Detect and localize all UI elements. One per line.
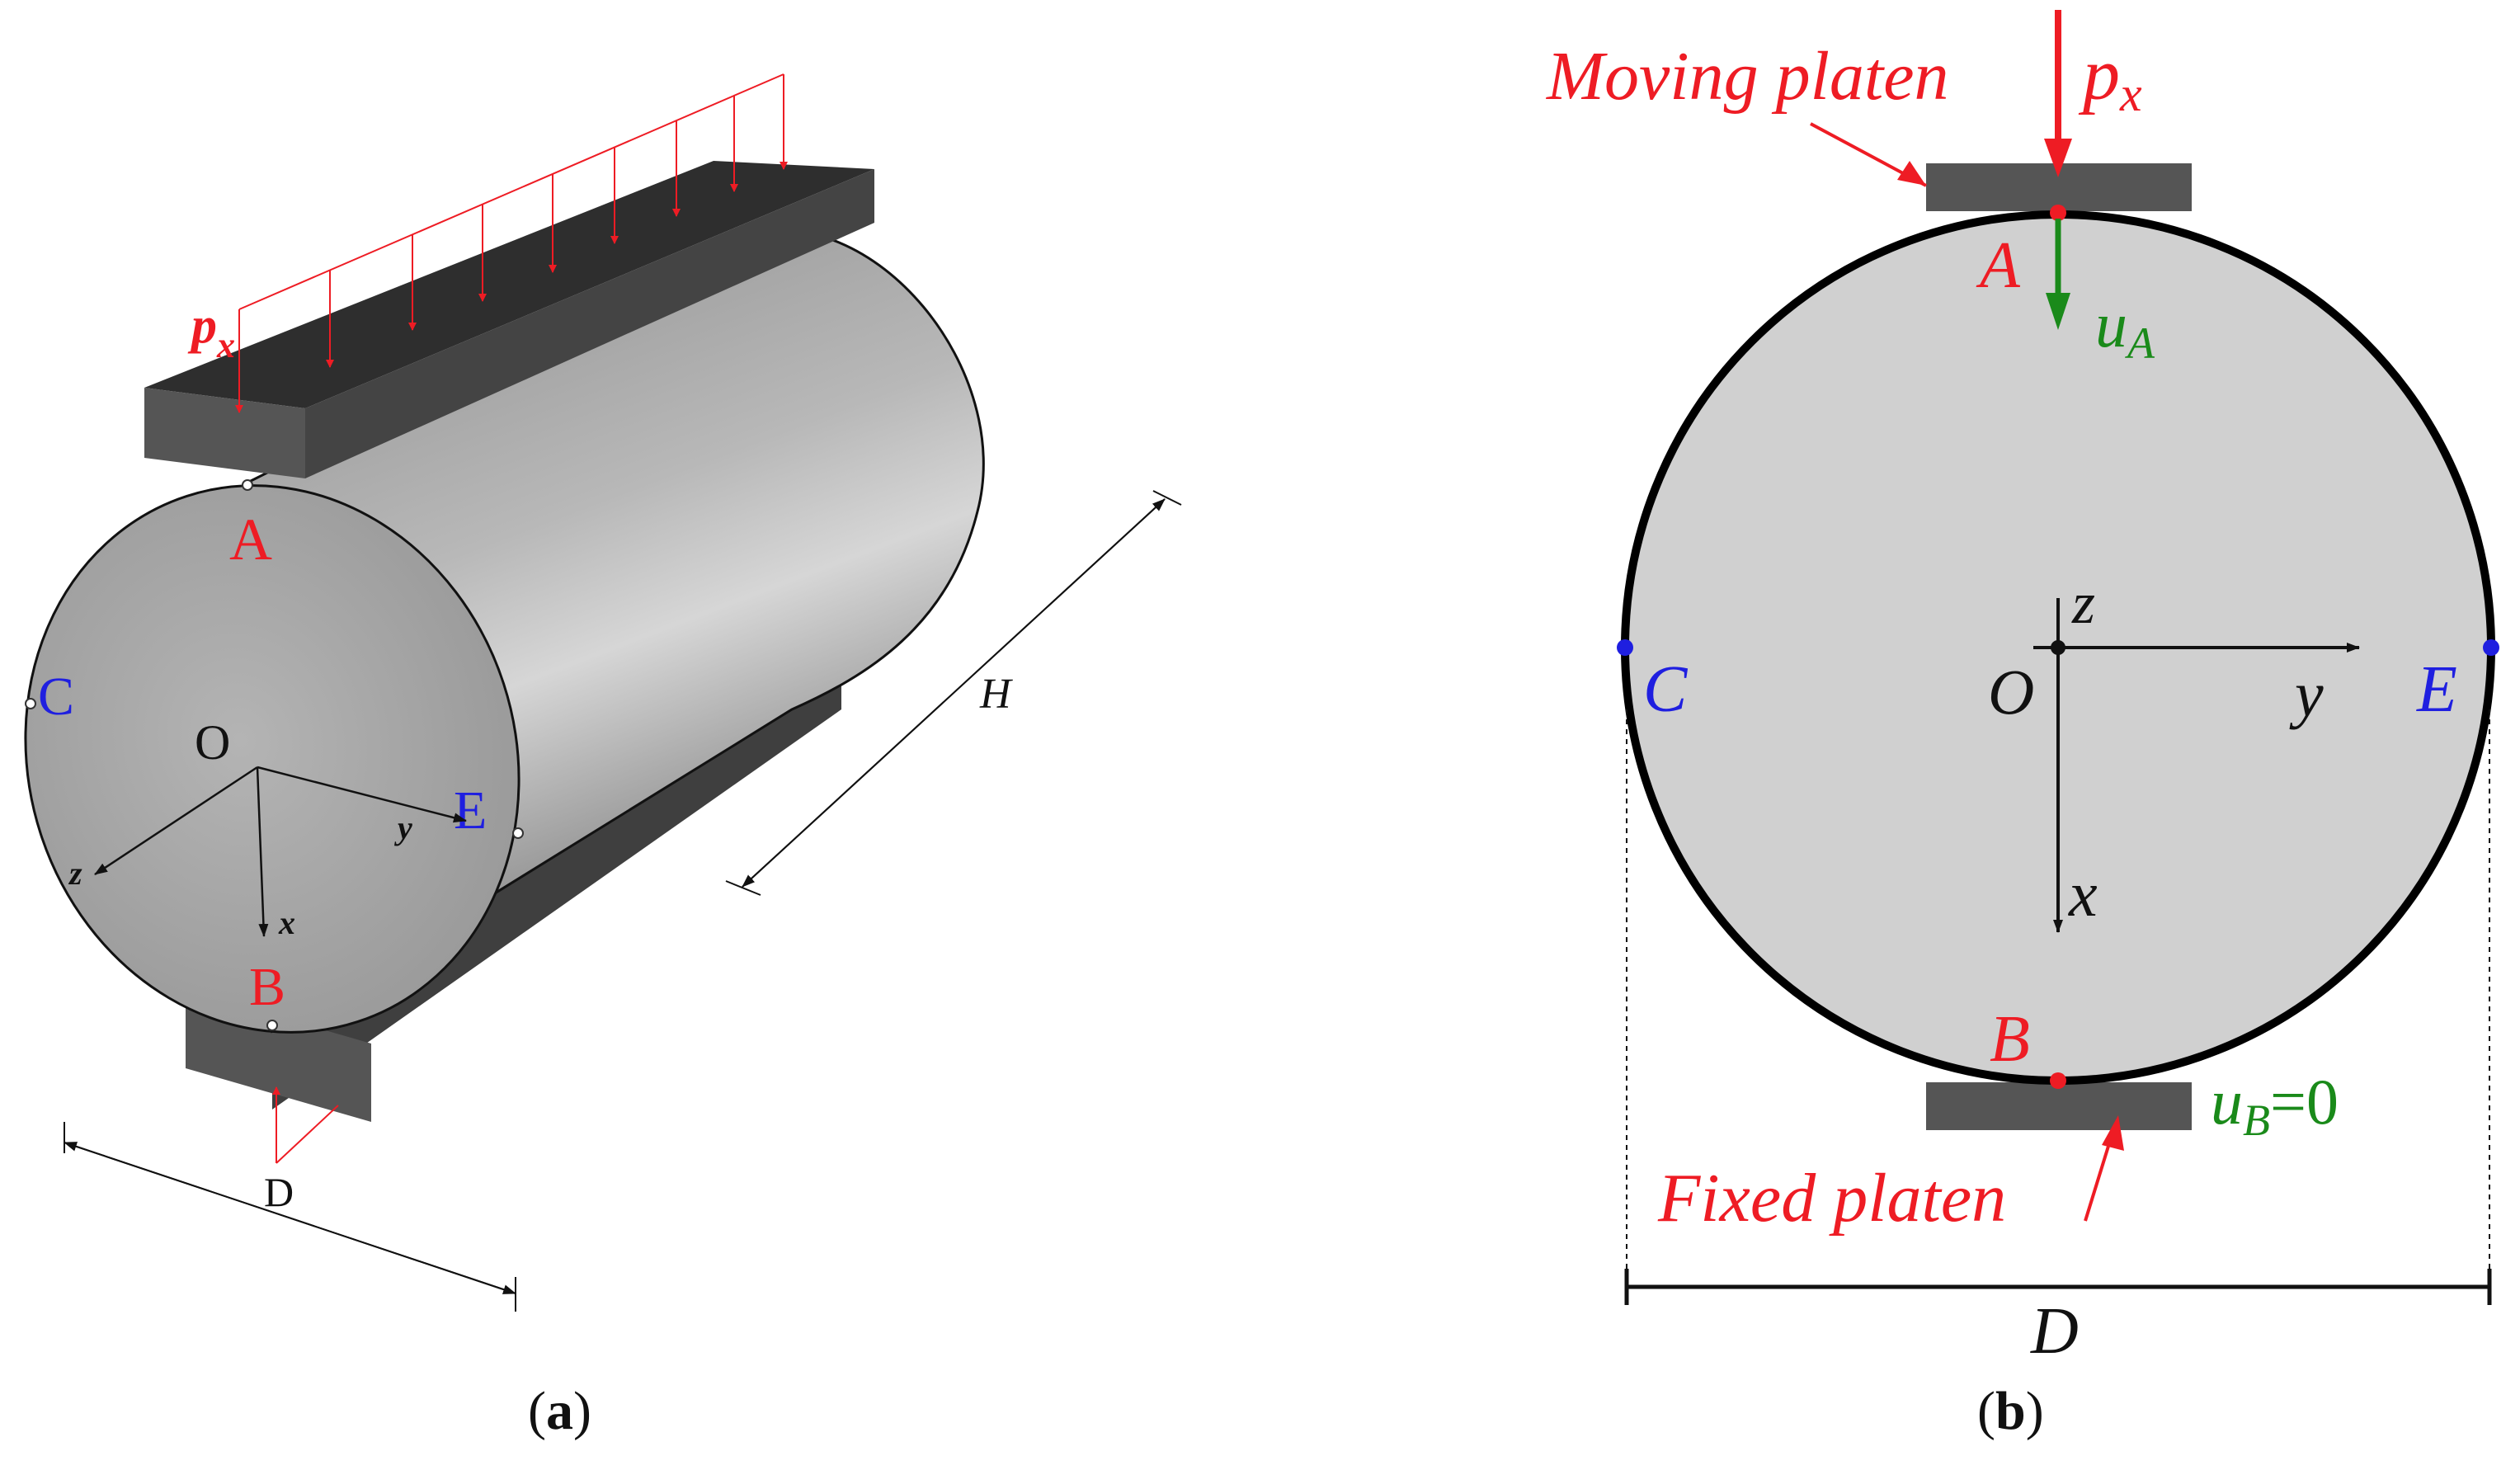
point-e-marker-3d bbox=[512, 827, 524, 839]
point-e-label-3d: E bbox=[454, 780, 487, 841]
dimension-d-3d bbox=[64, 1122, 516, 1312]
fixed-platen-b bbox=[1926, 1082, 2192, 1130]
origin-label-b: O bbox=[1988, 656, 2034, 728]
moving-platen-pointer-head bbox=[1897, 161, 1926, 186]
axis-z-label-3d: z bbox=[68, 855, 82, 892]
point-c-marker-3d bbox=[25, 698, 36, 709]
axis-y-label-b: y bbox=[2289, 658, 2324, 730]
fixed-platen-pointer-head bbox=[2102, 1115, 2124, 1151]
displacement-b-label: uB=0 bbox=[2211, 1066, 2339, 1145]
axes-3d bbox=[94, 766, 467, 937]
dimension-h-label: H bbox=[979, 671, 1013, 718]
origin-marker-b bbox=[2051, 640, 2065, 655]
caption-b: (b) bbox=[1977, 1381, 2044, 1441]
panel-b: D px Moving platen Fixed platen A uA B u… bbox=[1546, 10, 2499, 1441]
point-a-marker-3d bbox=[242, 479, 253, 491]
axis-x-label-b: x bbox=[2068, 858, 2098, 930]
point-a-label-3d: A bbox=[229, 506, 272, 572]
dimension-h bbox=[725, 490, 1182, 896]
origin-label-3d: O bbox=[195, 715, 230, 770]
dimension-d-label-3d: D bbox=[264, 1169, 294, 1215]
point-b-label-b: B bbox=[1990, 1003, 2030, 1076]
distributed-load bbox=[235, 73, 788, 413]
moving-platen-label: Moving platen bbox=[1546, 38, 1949, 115]
load-label-b: px bbox=[2078, 34, 2142, 121]
point-c-label-3d: C bbox=[38, 667, 74, 727]
axis-y-label-3d: y bbox=[394, 809, 412, 846]
point-e-marker-b bbox=[2483, 639, 2499, 656]
point-a-marker-b bbox=[2050, 205, 2066, 221]
displacement-a-label: uA bbox=[2095, 289, 2155, 368]
caption-a: (a) bbox=[528, 1381, 591, 1441]
fixed-platen-label: Fixed platen bbox=[1657, 1160, 2006, 1237]
dimension-d-label-b: D bbox=[2030, 1295, 2079, 1368]
axis-x-label-3d: x bbox=[278, 904, 295, 941]
projection-lines bbox=[1626, 709, 2490, 1287]
load-label-a: px bbox=[187, 298, 235, 365]
point-a-label-b: A bbox=[1976, 229, 2021, 302]
point-e-label-b: E bbox=[2416, 653, 2457, 726]
bottom-support bbox=[272, 1086, 339, 1164]
point-b-marker-3d bbox=[266, 1020, 278, 1031]
load-arrow-head-b bbox=[2044, 139, 2072, 177]
top-platen bbox=[144, 161, 874, 478]
cylinder-end-face bbox=[24, 484, 520, 1034]
panel-a: px A B C E O y x z H bbox=[24, 73, 1182, 1441]
dimension-d-b bbox=[1624, 1269, 2492, 1305]
point-b-marker-b bbox=[2050, 1072, 2066, 1089]
point-b-label-3d: B bbox=[249, 957, 285, 1017]
axes-b bbox=[2033, 598, 2360, 933]
point-c-label-b: C bbox=[1643, 653, 1689, 726]
displacement-a-head bbox=[2046, 293, 2070, 330]
point-c-marker-b bbox=[1617, 639, 1633, 656]
axis-z-label-b: z bbox=[2071, 570, 2095, 636]
